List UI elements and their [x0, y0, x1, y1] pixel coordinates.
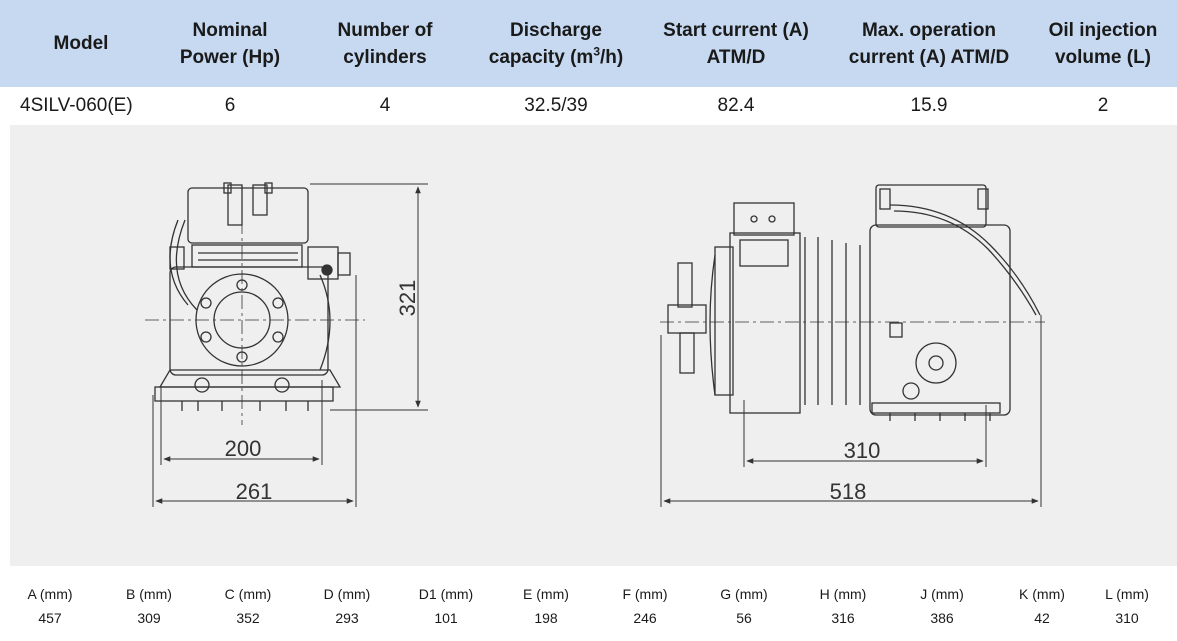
cell-oil-volume: 2: [1097, 95, 1109, 116]
header-discharge-line2a: capacity (m: [488, 46, 594, 68]
header-discharge-line1: Discharge: [510, 19, 602, 41]
side-inner-width-label: 310: [844, 438, 881, 463]
cell-start-current: 82.4: [717, 95, 755, 116]
dimension-label: J (mm): [920, 586, 964, 602]
dimension-label: A (mm): [27, 586, 73, 602]
dimension-label: C (mm): [224, 586, 272, 602]
compressor-drawing-svg: 321 200 261 310 518: [145, 182, 1045, 507]
header-start-current: Start current (A) ATM/D: [648, 0, 824, 87]
dimension-value: 309: [137, 610, 161, 626]
front-outer-width-label: 261: [236, 479, 273, 504]
header-oil-volume: Oil injection volume (L): [1033, 0, 1173, 87]
dimension-label: K (mm): [1019, 586, 1065, 602]
header-max-current: Max. operation current (A) ATM/D: [830, 0, 1028, 87]
dimension-g: G (mm) 56: [694, 583, 794, 631]
header-nominal-power-line1: Nominal: [192, 19, 268, 41]
front-inner-width-label: 200: [225, 436, 262, 461]
side-dimension-lines: [660, 315, 1042, 507]
dimension-value: 198: [534, 610, 558, 626]
dimension-label: H (mm): [819, 586, 867, 602]
dimension-d: D (mm) 293: [297, 583, 397, 631]
dimension-value: 310: [1115, 610, 1139, 626]
header-max-current-line2: current (A) ATM/D: [848, 46, 1010, 68]
header-oil-volume-line1: Oil injection: [1048, 19, 1158, 41]
header-discharge: Discharge capacity (m3/h): [470, 0, 642, 87]
dimension-label: F (mm): [622, 586, 668, 602]
cell-nominal-power: 6: [224, 95, 236, 116]
height-dimension-label: 321: [395, 280, 420, 317]
dimension-f: F (mm) 246: [595, 583, 695, 631]
header-start-current-line2: ATM/D: [706, 46, 766, 68]
header-start-current-line1: Start current (A): [663, 19, 809, 41]
dimension-b: B (mm) 309: [99, 583, 199, 631]
side-outer-width-label: 518: [830, 479, 867, 504]
dimension-k: K (mm) 42: [992, 583, 1092, 631]
front-view: [145, 182, 365, 425]
dimension-label: B (mm): [126, 586, 172, 602]
dimension-value: 42: [1034, 610, 1050, 626]
dimension-value: 316: [831, 610, 855, 626]
dimension-l: L (mm) 310: [1077, 583, 1177, 631]
dimension-c: C (mm) 352: [198, 583, 298, 631]
dimension-value: 246: [633, 610, 657, 626]
cell-model: 4SILV-060(E): [20, 95, 133, 116]
header-discharge-superscript: 3: [593, 44, 600, 59]
header-nominal-power-line2: Power (Hp): [179, 46, 281, 68]
dimension-value: 293: [335, 610, 359, 626]
header-max-current-line1: Max. operation: [861, 19, 997, 41]
dimension-label: D1 (mm): [418, 586, 474, 602]
dimension-list: A (mm) 457 B (mm) 309 C (mm) 352 D (mm) …: [0, 566, 1177, 641]
dimension-value: 386: [930, 610, 954, 626]
header-model: Model: [20, 0, 142, 87]
dimension-label: E (mm): [523, 586, 569, 602]
technical-drawing: 321 200 261 310 518: [10, 125, 1177, 566]
dimension-value: 457: [38, 610, 62, 626]
dimension-h: H (mm) 316: [793, 583, 893, 631]
spec-table-row: 4SILV-060(E) 6 4 32.5/39 82.4 15.9 2: [0, 87, 1177, 125]
cell-cylinders: 4: [379, 95, 391, 116]
dimension-a: A (mm) 457: [0, 583, 100, 631]
dimension-j: J (mm) 386: [892, 583, 992, 631]
header-discharge-line2b: /h): [600, 46, 624, 68]
header-cylinders-line1: Number of: [337, 19, 433, 41]
dimension-value: 56: [736, 610, 752, 626]
dimension-label: G (mm): [720, 586, 768, 602]
side-view: [660, 184, 1045, 421]
header-cylinders-line2: cylinders: [343, 46, 427, 68]
cell-max-current: 15.9: [910, 95, 948, 116]
front-dimension-lines: [152, 183, 428, 507]
dimension-label: L (mm): [1105, 586, 1149, 602]
dimension-label: D (mm): [323, 586, 371, 602]
dimension-value: 352: [236, 610, 260, 626]
dimension-value: 101: [434, 610, 458, 626]
header-cylinders: Number of cylinders: [315, 0, 455, 87]
header-model-text: Model: [53, 33, 109, 54]
cell-discharge: 32.5/39: [524, 95, 588, 116]
dimension-e: E (mm) 198: [496, 583, 596, 631]
dimension-d1: D1 (mm) 101: [396, 583, 496, 631]
header-oil-volume-line2: volume (L): [1054, 46, 1152, 68]
